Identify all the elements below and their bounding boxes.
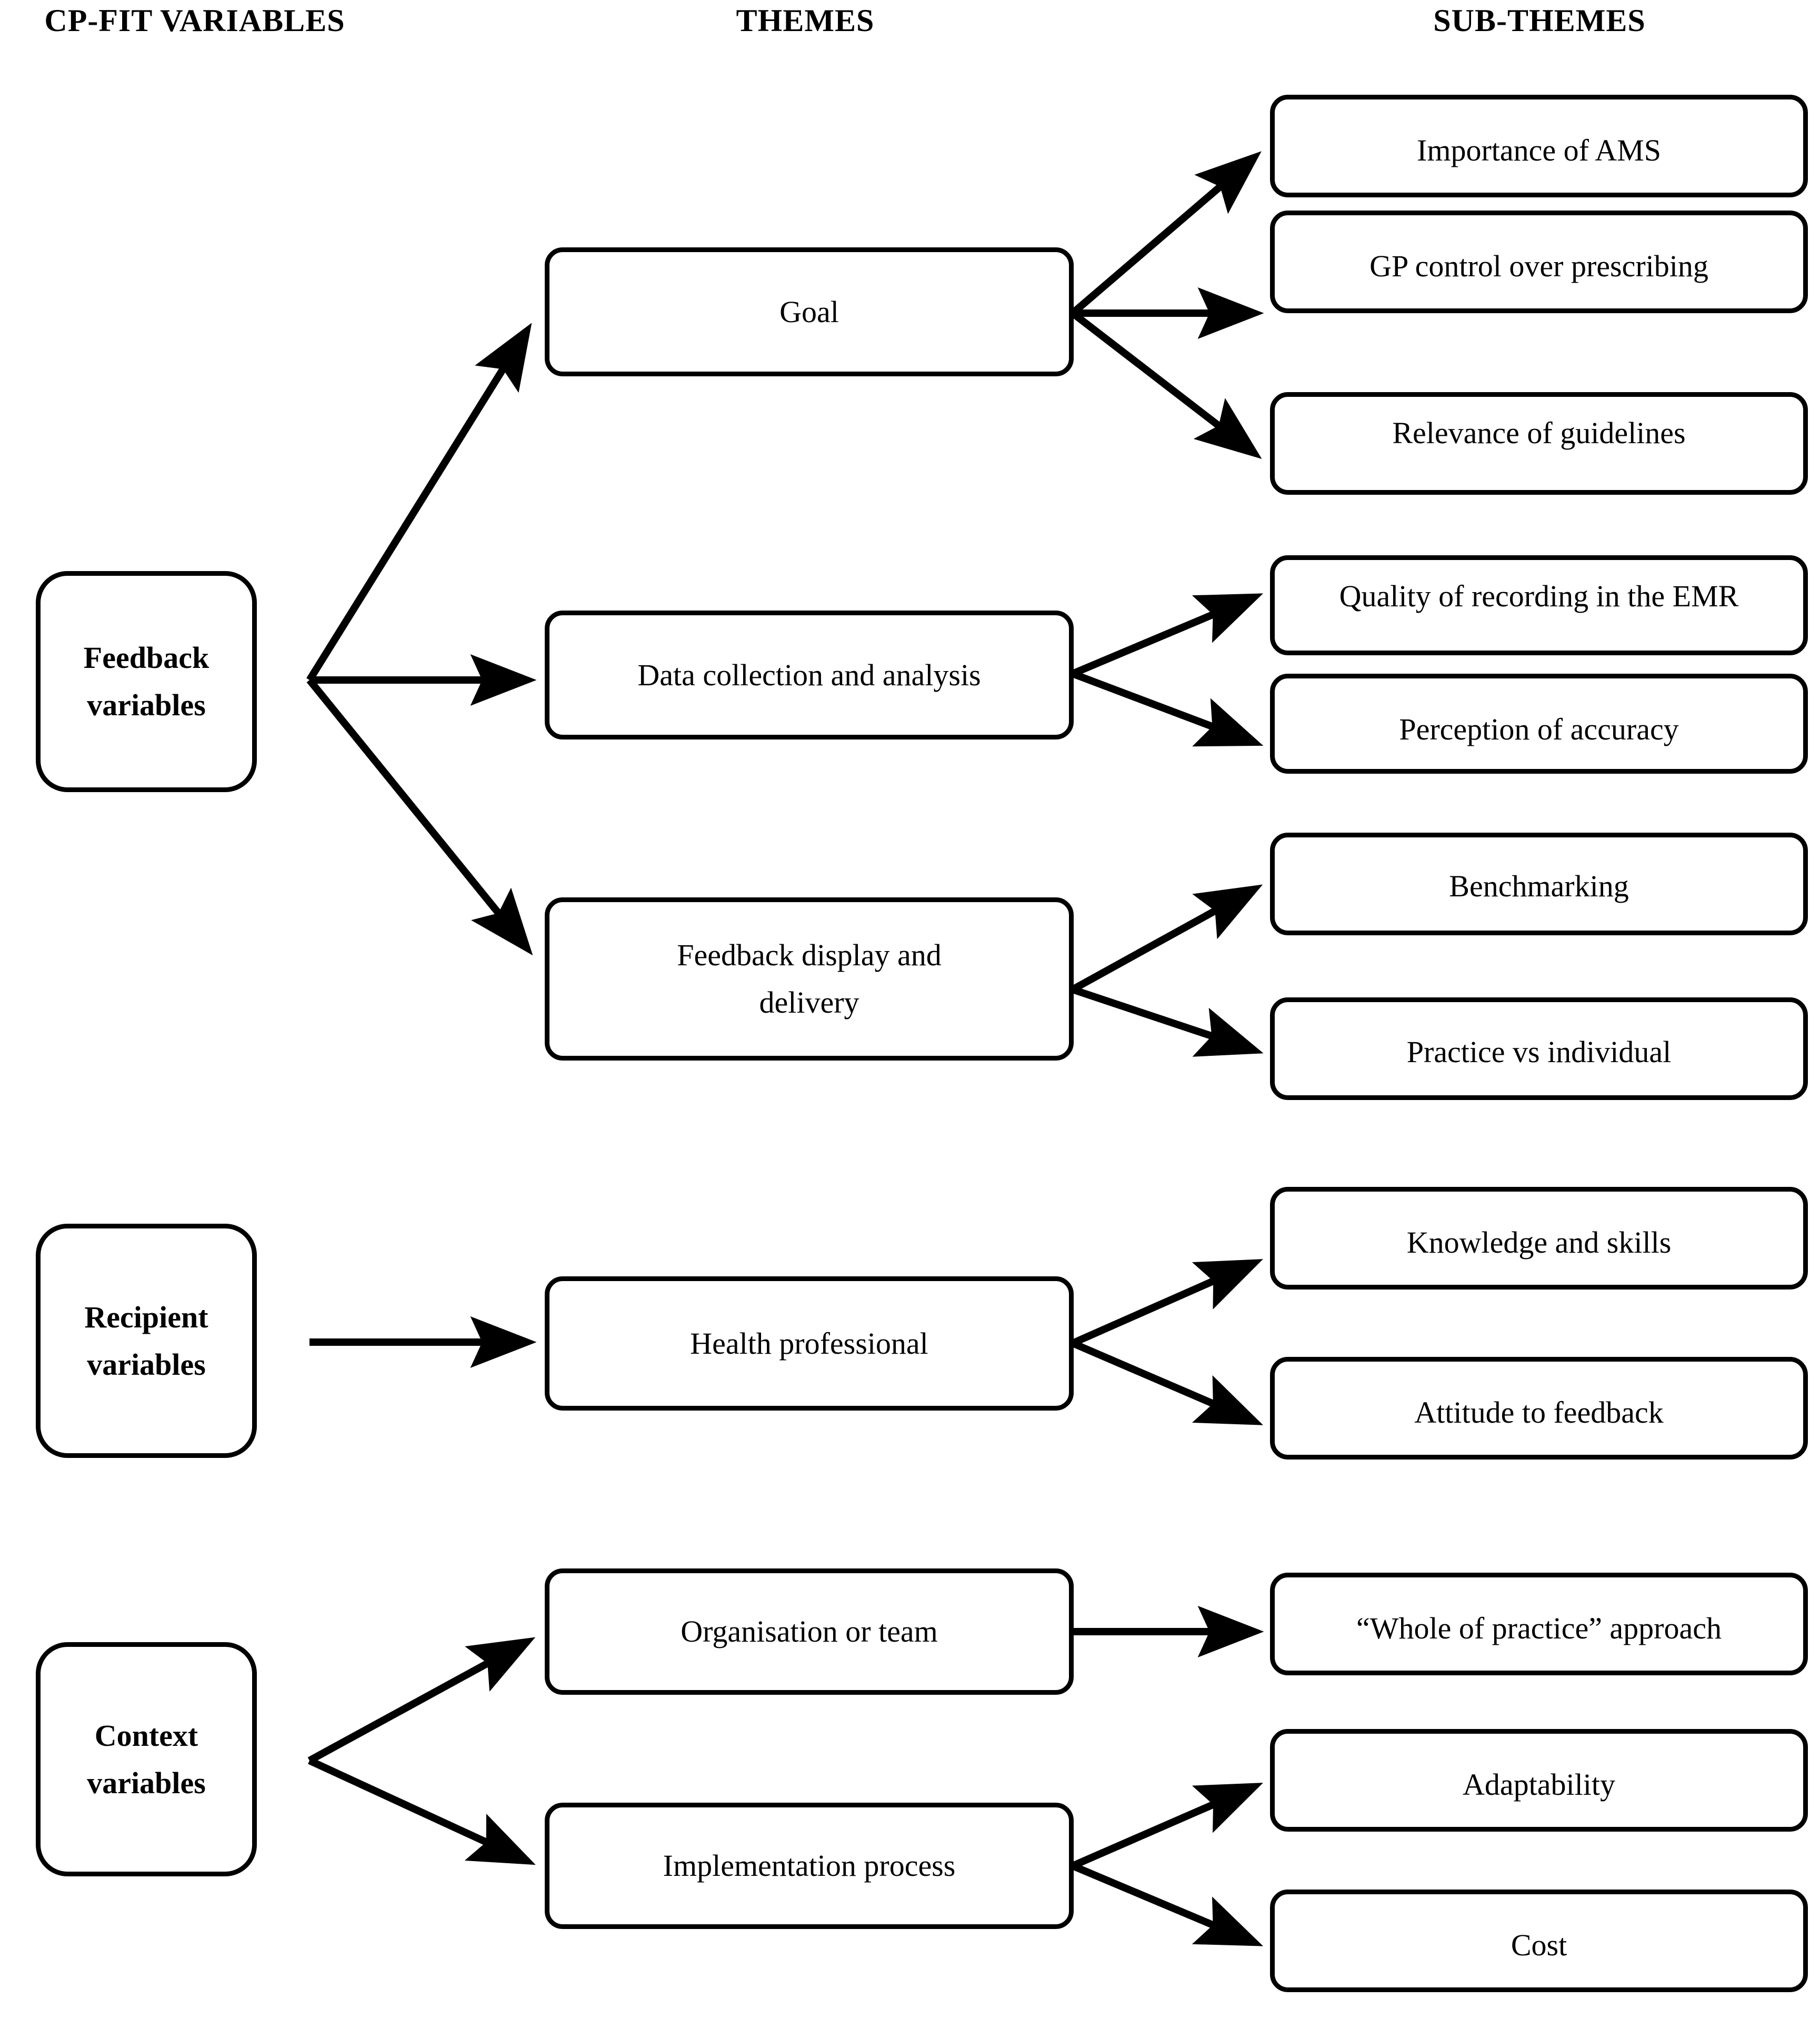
node-label: Knowledge and skills: [1406, 1225, 1672, 1260]
edge-goal-to-importance-ams: [1070, 151, 1262, 316]
node-subtheme-knowledge-skills[interactable]: Knowledge and skills: [1270, 1187, 1808, 1290]
node-label-line2: variables: [87, 688, 206, 722]
node-label: GP control over prescribing: [1369, 249, 1708, 283]
node-label-line1: Feedback display and: [677, 938, 942, 973]
edge-data-collection-to-quality-recording: [1071, 593, 1264, 677]
edge-health-professional-to-knowledge-skills: [1071, 1259, 1263, 1347]
edge-health-professional-to-attitude-feedback: [1071, 1340, 1264, 1425]
edge-context-to-implementation: [308, 1757, 536, 1865]
node-label: Benchmarking: [1449, 869, 1629, 903]
node-theme-feedback-display[interactable]: Feedback display and delivery: [545, 897, 1074, 1061]
node-label: Adaptability: [1463, 1767, 1615, 1802]
node-theme-goal[interactable]: Goal: [545, 247, 1074, 376]
edge-feedback-display-to-benchmarking: [1071, 884, 1263, 993]
node-label: Feedback variables: [52, 634, 241, 729]
node-label: Goal: [779, 294, 839, 329]
node-subtheme-relevance-guidelines[interactable]: Relevance of guidelines: [1270, 392, 1808, 495]
node-label-line1: Context: [94, 1718, 198, 1753]
column-header-cpfit-variables: CP-FIT VARIABLES: [44, 3, 345, 38]
node-label: Health professional: [690, 1326, 928, 1361]
edge-feedback-display-to-practice-vs-individual: [1071, 986, 1264, 1057]
edge-feedback-to-goal: [306, 323, 532, 682]
node-subtheme-importance-ams[interactable]: Importance of AMS: [1270, 95, 1808, 197]
node-label: Quality of recording in the EMR: [1339, 579, 1739, 613]
node-subtheme-gp-control[interactable]: GP control over prescribing: [1270, 211, 1808, 313]
node-theme-health-professional[interactable]: Health professional: [545, 1276, 1074, 1411]
node-label: Organisation or team: [681, 1614, 938, 1649]
node-label: Context variables: [52, 1712, 241, 1807]
node-recipient-variables[interactable]: Recipient variables: [36, 1224, 257, 1458]
edge-implementation-to-adaptability: [1071, 1783, 1263, 1870]
node-label: “Whole of practice” approach: [1356, 1611, 1722, 1645]
node-label: Attitude to feedback: [1414, 1395, 1664, 1430]
node-subtheme-quality-recording[interactable]: Quality of recording in the EMR: [1270, 555, 1808, 655]
node-label: Implementation process: [663, 1848, 956, 1883]
column-header-subthemes: SUB-THEMES: [1433, 3, 1646, 38]
edge-implementation-to-cost: [1071, 1862, 1264, 1946]
node-label: Relevance of guidelines: [1392, 416, 1686, 450]
edge-context-to-organisation: [307, 1637, 536, 1764]
node-label: Importance of AMS: [1417, 133, 1661, 167]
column-header-themes: THEMES: [736, 3, 875, 38]
node-subtheme-practice-vs-individual[interactable]: Practice vs individual: [1270, 997, 1808, 1100]
node-theme-organisation[interactable]: Organisation or team: [545, 1568, 1074, 1695]
node-label: Recipient variables: [52, 1294, 241, 1388]
node-subtheme-cost[interactable]: Cost: [1270, 1890, 1808, 1992]
edge-goal-to-relevance-guidelines: [1070, 310, 1262, 459]
node-label: Practice vs individual: [1406, 1035, 1672, 1069]
node-label: Cost: [1511, 1928, 1567, 1962]
node-label-line2: variables: [87, 1765, 206, 1800]
node-label-line1: Recipient: [84, 1300, 208, 1334]
node-subtheme-benchmarking[interactable]: Benchmarking: [1270, 833, 1808, 935]
node-context-variables[interactable]: Context variables: [36, 1642, 257, 1876]
node-theme-data-collection[interactable]: Data collection and analysis: [545, 611, 1074, 739]
edge-data-collection-to-perception-accuracy: [1071, 670, 1264, 747]
node-subtheme-perception-accuracy[interactable]: Perception of accuracy: [1270, 674, 1808, 774]
node-subtheme-whole-of-practice[interactable]: “Whole of practice” approach: [1270, 1573, 1808, 1675]
edge-feedback-to-feedback-display: [306, 677, 533, 956]
node-label: Data collection and analysis: [637, 657, 981, 692]
node-label-line2: delivery: [759, 985, 859, 1020]
node-feedback-variables[interactable]: Feedback variables: [36, 571, 257, 792]
node-subtheme-attitude-feedback[interactable]: Attitude to feedback: [1270, 1357, 1808, 1460]
node-label: Feedback display and delivery: [561, 932, 1057, 1026]
node-theme-implementation[interactable]: Implementation process: [545, 1803, 1074, 1929]
node-subtheme-adaptability[interactable]: Adaptability: [1270, 1729, 1808, 1832]
node-label-line1: Feedback: [83, 641, 209, 675]
node-label: Perception of accuracy: [1399, 712, 1679, 746]
node-label-line2: variables: [87, 1347, 206, 1382]
